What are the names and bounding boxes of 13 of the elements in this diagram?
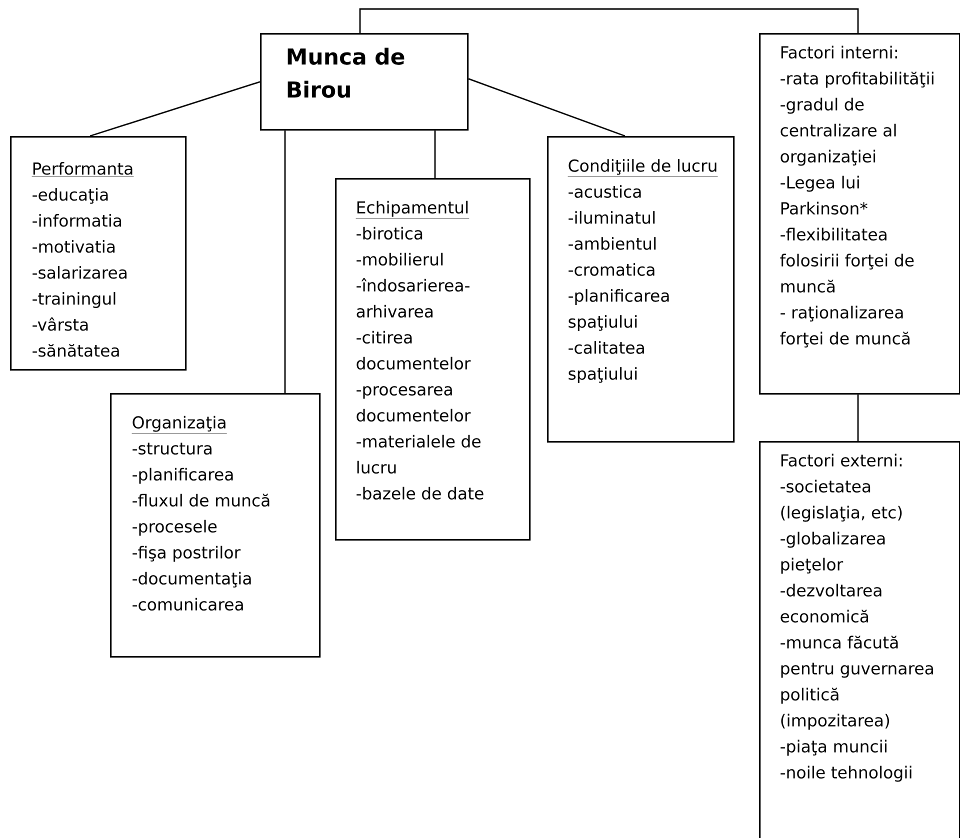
list-box: Echipamentul -birotica -mobilierul -îndosarierea-arhivarea -citirea documentelor -procesarea documentelor -materialele de lucru -bazele de date xyxy=(335,178,531,541)
list-box: Performanta -educaţia -informatia -motivatia -salarizarea -trainingul -vârsta -sănătatea xyxy=(10,136,187,371)
connector-line xyxy=(434,130,436,178)
connector-line xyxy=(90,81,260,137)
connector-line xyxy=(359,8,859,33)
connector-line xyxy=(284,130,286,393)
connector-line xyxy=(468,78,626,137)
list-box: Factori interni: -rata profitabilităţii -gradul de centralizare al organizaţiei -Legea lui Parkinson* -flexibilitatea folosirii forţei de muncă - raţionalizarea forţei de muncă xyxy=(759,33,960,395)
title-box: Munca de Birou xyxy=(260,33,469,131)
list-box: Factori externi: -societatea (legislaţia, etc) -globalizarea pieţelor -dezvoltarea economică -munca făcută pentru guvernarea politică (impozitarea) -piaţa muncii -noile tehnologii xyxy=(759,441,960,838)
connector-line xyxy=(857,394,859,441)
list-box: Condiţiile de lucru -acustica -iluminatul -ambientul -cromatica -planificarea spaţiului -calitatea spaţiului xyxy=(547,136,735,443)
list-box: Organizaţia -structura -planificarea -fluxul de muncă -procesele -fişa postrilor -documentaţia -comunicarea xyxy=(110,393,321,658)
